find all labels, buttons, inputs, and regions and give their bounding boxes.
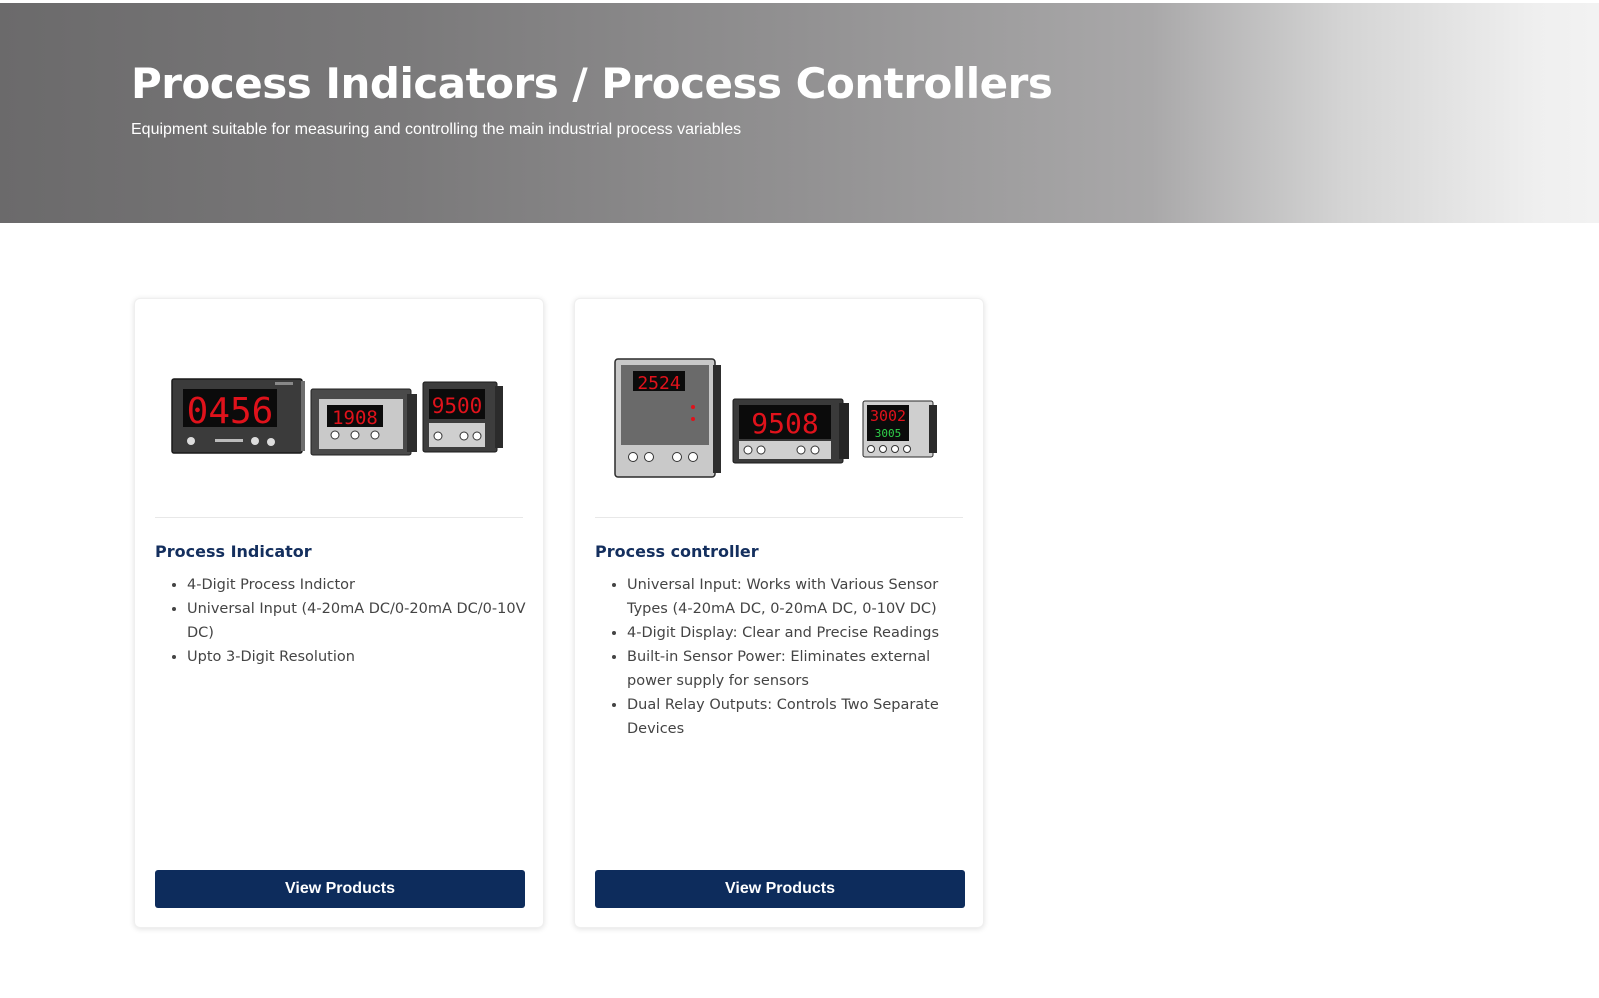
readout-text: 3002 xyxy=(870,407,906,425)
readout-text: 9500 xyxy=(432,394,483,418)
readout-text: 9508 xyxy=(751,407,818,440)
feature-item: Universal Input (4-20mA DC/0-20mA DC/0-1… xyxy=(187,597,530,645)
page-title: Process Indicators / Process Controllers xyxy=(131,59,1053,108)
feature-item: Upto 3-Digit Resolution xyxy=(187,645,530,669)
feature-item: 4-Digit Process Indictor xyxy=(187,573,530,597)
controller-device-compact: 3002 3005 xyxy=(862,400,937,458)
feature-item: Universal Input: Works with Various Sens… xyxy=(627,573,970,621)
process-indicator-image: 0456 1908 9500 xyxy=(171,378,503,456)
page-subtitle: Equipment suitable for measuring and con… xyxy=(131,121,742,138)
card-title: Process Indicator xyxy=(155,542,312,561)
card-title: Process controller xyxy=(595,542,759,561)
readout-text: 3005 xyxy=(875,427,902,440)
feature-item: Built-in Sensor Power: Eliminates extern… xyxy=(627,645,970,693)
feature-list: 4-Digit Process Indictor Universal Input… xyxy=(155,573,530,669)
controller-device-wide: 9508 xyxy=(732,398,849,464)
readout-text: 1908 xyxy=(332,407,378,429)
hero-banner: Process Indicators / Process Controllers… xyxy=(0,3,1599,223)
indicator-device-compact: 9500 xyxy=(422,381,503,453)
product-card-process-controller: 2524 9508 3002 3005 xyxy=(574,298,984,928)
feature-item: 4-Digit Display: Clear and Precise Readi… xyxy=(627,621,970,645)
view-products-button[interactable]: View Products xyxy=(595,870,965,908)
readout-text: 2524 xyxy=(637,373,680,394)
card-divider xyxy=(155,517,523,518)
indicator-device-large: 0456 xyxy=(171,378,305,454)
feature-item: Dual Relay Outputs: Controls Two Separat… xyxy=(627,693,970,741)
process-controller-image: 2524 9508 3002 3005 xyxy=(614,358,937,478)
view-products-button[interactable]: View Products xyxy=(155,870,525,908)
readout-text: 0456 xyxy=(187,391,274,432)
indicator-device-medium: 1908 xyxy=(310,388,417,456)
product-card-process-indicator: 0456 1908 9500 xyxy=(134,298,544,928)
card-divider xyxy=(595,517,963,518)
feature-list: Universal Input: Works with Various Sens… xyxy=(595,573,970,741)
controller-device-square: 2524 xyxy=(614,358,721,478)
